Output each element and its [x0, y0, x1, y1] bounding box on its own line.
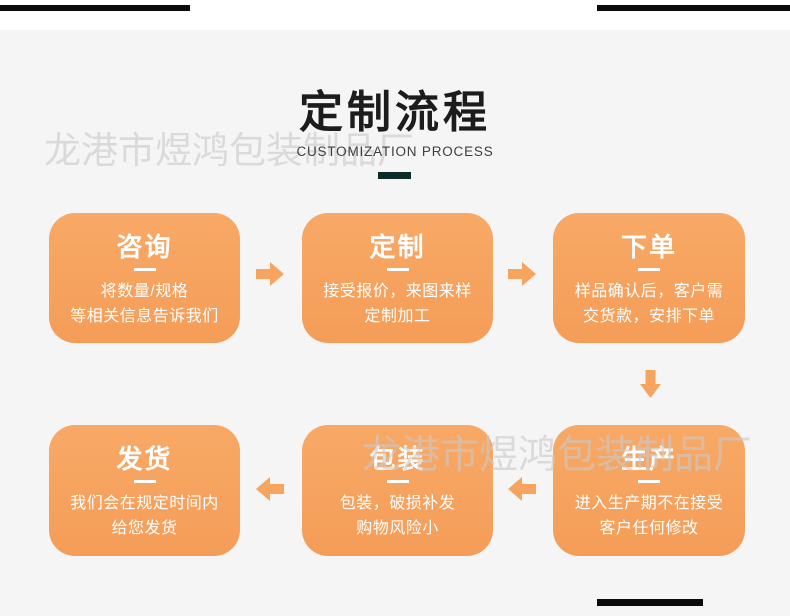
step-title: 定制: [369, 232, 426, 262]
step-title-underline: [133, 480, 156, 483]
step-description-line: 定制加工: [364, 308, 431, 325]
step-description-line: 进入生产期不在接受: [574, 495, 724, 512]
step-title: 包装: [369, 444, 426, 474]
step-description-line: 接受报价，来图来样: [323, 283, 472, 300]
step-title-underline: [638, 480, 660, 483]
step-title: 生产: [620, 444, 677, 474]
top-right-edge-bar: [597, 5, 790, 11]
step-card-production: 生产 进入生产期不在接受 客户任何修改: [553, 425, 745, 556]
arrow-right-icon: [256, 262, 284, 286]
step-description-line: 购物风险小: [356, 520, 439, 537]
bottom-right-edge-bar: [597, 599, 703, 606]
step-title-underline: [386, 480, 409, 483]
step-description-line: 客户任何修改: [599, 520, 699, 537]
arrow-left-icon: [508, 477, 536, 501]
step-card-packaging: 包装 包装，破损补发 购物风险小: [302, 425, 493, 556]
arrow-right-icon: [508, 262, 536, 286]
step-description-line: 等相关信息告诉我们: [70, 308, 219, 325]
page-title: 定制流程: [299, 88, 491, 137]
step-description-line: 交货款，安排下单: [582, 308, 715, 325]
step-title: 咨询: [116, 232, 173, 262]
step-title-underline: [386, 268, 409, 271]
step-title: 下单: [620, 232, 677, 262]
step-card-consult: 咨询 将数量/规格 等相关信息告诉我们: [49, 213, 240, 343]
step-description-line: 包装，破损补发: [339, 495, 456, 512]
step-title-underline: [638, 268, 660, 271]
title-divider: [378, 172, 411, 179]
arrow-left-icon: [256, 477, 284, 501]
step-card-shipping: 发货 我们会在规定时间内 给您发货: [49, 425, 240, 556]
step-title: 发货: [116, 444, 173, 474]
step-description-line: 我们会在规定时间内: [70, 495, 219, 512]
step-card-place-order: 下单 样品确认后，客户需 交货款，安排下单: [553, 213, 745, 343]
step-description-line: 给您发货: [111, 520, 178, 537]
step-description-line: 样品确认后，客户需: [574, 283, 724, 300]
step-description-line: 将数量/规格: [100, 283, 189, 300]
top-left-edge-bar: [0, 5, 190, 11]
step-title-underline: [133, 268, 156, 271]
step-card-customize: 定制 接受报价，来图来样 定制加工: [302, 213, 493, 343]
page-subtitle: CUSTOMIZATION PROCESS: [296, 144, 494, 159]
arrow-down-icon: [640, 370, 661, 398]
